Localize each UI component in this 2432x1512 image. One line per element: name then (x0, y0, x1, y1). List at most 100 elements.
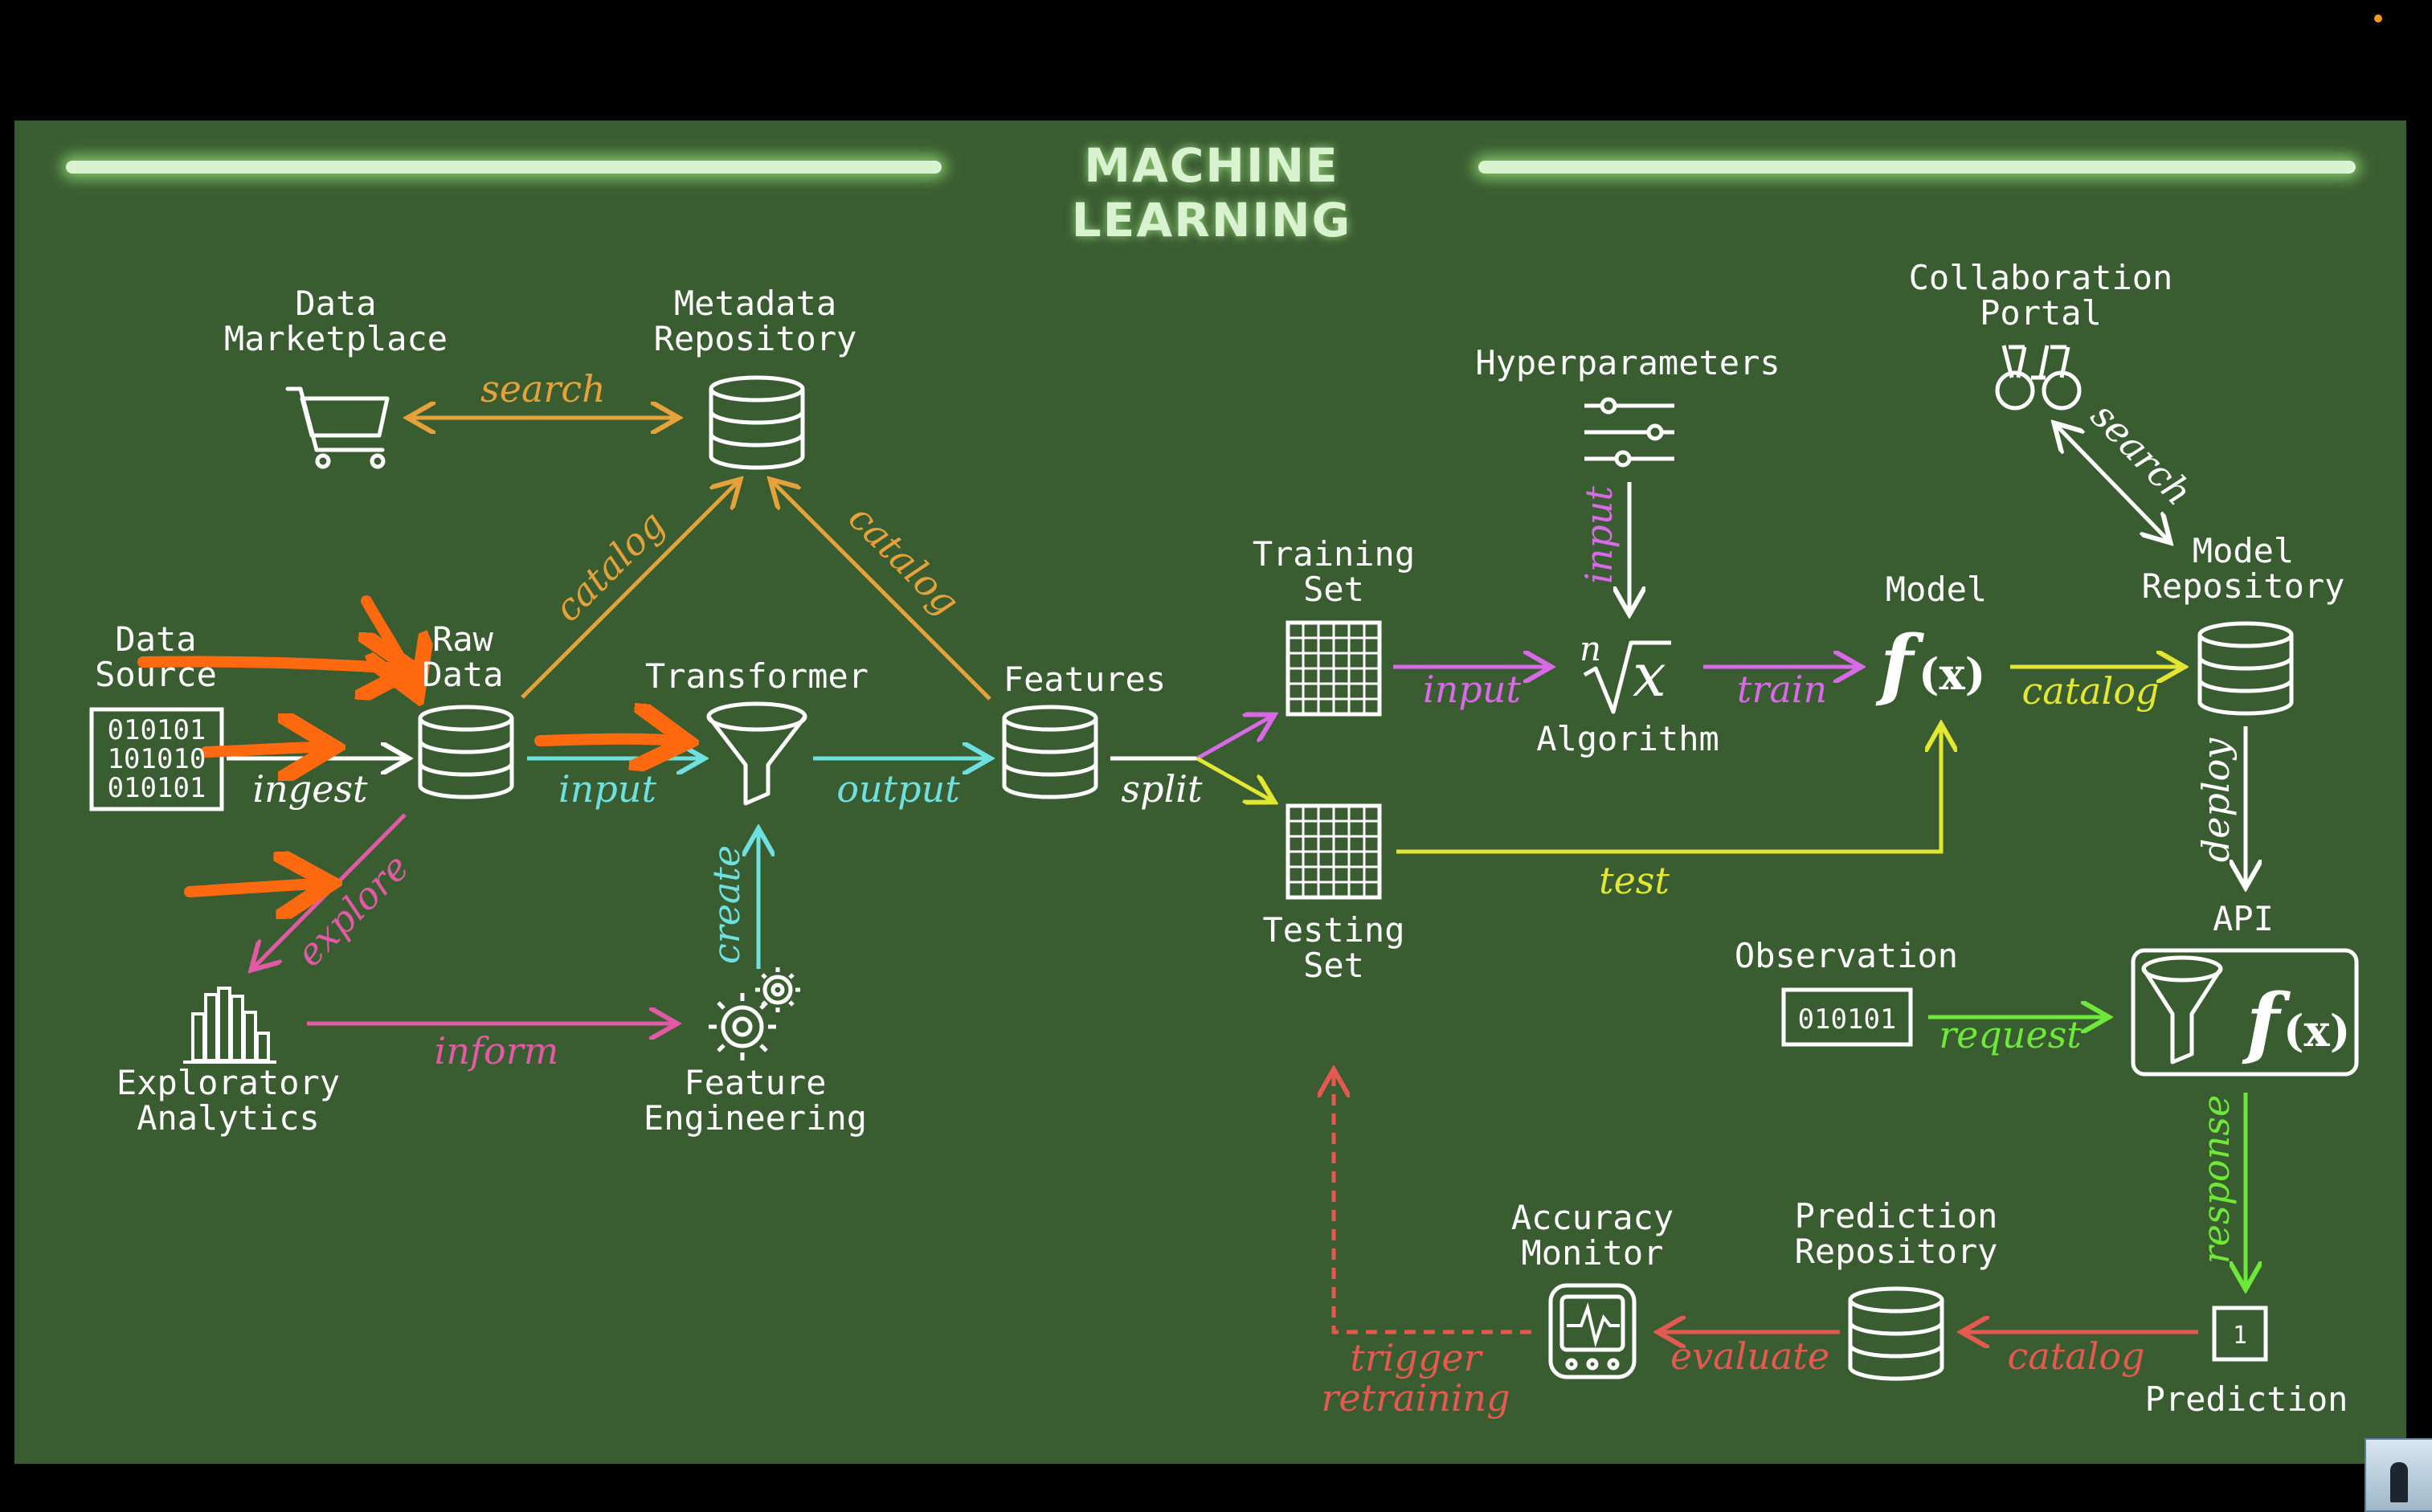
data-source-bits-2: 101010 (108, 743, 206, 775)
label-data-source-line-1: Data (115, 619, 196, 659)
edge-catalog-prediction: catalog (2008, 1334, 2145, 1378)
data-source-icon (89, 707, 224, 811)
arrows (227, 418, 2246, 1332)
edge-trigger: trigger (1350, 1336, 1483, 1379)
training-set-grid-icon (1288, 623, 1379, 714)
prediction-box: 1 (2212, 1306, 2268, 1362)
transformer-funnel-icon (709, 704, 805, 803)
edge-ingest: ingest (252, 767, 368, 811)
label-testing-set-line-2: Set (1303, 946, 1364, 985)
annotation-arrow-5 (184, 884, 320, 892)
arrow-search-portal (2057, 426, 2168, 540)
edge-response: response (2194, 1095, 2238, 1264)
arrow-test (1396, 728, 1941, 854)
binoculars-icon (1995, 345, 2082, 411)
label-accuracy-monitor-line-2: Monitor (1521, 1233, 1663, 1273)
label-exploratory-analytics-line-1: Exploratory (116, 1063, 340, 1102)
observation-box: 010101 (1781, 987, 1913, 1047)
model-arg: (x) (1919, 648, 1985, 700)
hand-annotations (137, 595, 676, 892)
label-accuracy-monitor-line-1: Accuracy (1511, 1198, 1674, 1237)
edge-test: test (1599, 859, 1670, 902)
label-testing-set-line-1: Testing (1262, 910, 1404, 950)
presenter-thumbnail (2365, 1438, 2432, 1512)
arrow-catalog-features (773, 482, 991, 701)
slide-title: MACHINE LEARNING (1071, 138, 1352, 247)
raw-data-db-icon (420, 707, 512, 797)
edge-train: train (1737, 668, 1827, 711)
label-prediction-repository-line-2: Repository (1795, 1232, 1998, 1271)
edge-create: create (705, 845, 748, 964)
edge-retraining: retraining (1321, 1376, 1510, 1420)
label-features: Features (1003, 660, 1166, 699)
label-metadata-repository-line-1: Metadata (674, 284, 836, 323)
label-model: Model (1886, 570, 1987, 609)
edge-input-algorithm: input (1423, 668, 1521, 711)
root-variable: x (1633, 641, 1666, 710)
observation-bits: 010101 (1798, 1003, 1897, 1036)
label-raw-data-line-1: Raw (432, 619, 494, 659)
model-repo-db-icon (2200, 623, 2291, 713)
api-icon: f (x) (2131, 948, 2359, 1077)
edge-request: request (1939, 1013, 2082, 1056)
label-prediction-repository-line-1: Prediction (1795, 1196, 1998, 1236)
title-bar-left (66, 161, 942, 174)
cart-icon (285, 386, 390, 469)
annotation-arrow-4 (534, 739, 676, 741)
label-algorithm: Algorithm (1536, 719, 1719, 758)
label-data-marketplace-line-2: Marketplace (224, 319, 448, 358)
metadata-db-icon (711, 378, 803, 468)
edge-catalog-features: catalog (840, 496, 968, 623)
data-source-bits-3: 010101 (108, 772, 206, 804)
edge-evaluate: evaluate (1670, 1334, 1829, 1378)
slide (14, 121, 2406, 1464)
edge-input-hyper: input (1577, 486, 1621, 584)
title-bar-right (1478, 161, 2356, 174)
gears-icon (709, 967, 800, 1060)
label-observation: Observation (1735, 936, 1958, 975)
sliders-icon (1584, 397, 1674, 468)
arrow-split-train (1196, 717, 1271, 761)
model-function-icon: f (x) (1875, 619, 1985, 709)
nth-root-icon: n x (1580, 629, 1671, 714)
label-raw-data-line-2: Data (422, 655, 503, 694)
edge-output: output (836, 767, 960, 811)
label-exploratory-analytics-line-2: Analytics (137, 1098, 320, 1138)
label-training-set-line-2: Set (1303, 570, 1364, 609)
recording-dot (2374, 14, 2382, 22)
accuracy-monitor-icon (1548, 1283, 1637, 1379)
label-collaboration-portal-line-2: Portal (1980, 293, 2102, 333)
api-arg: (x) (2283, 1005, 2350, 1056)
edge-search-marketplace: search (480, 367, 606, 411)
prediction-repo-db-icon (1850, 1289, 1942, 1379)
label-feature-engineering-line-2: Engineering (644, 1098, 867, 1138)
root-index: n (1580, 629, 1601, 668)
edge-deploy: deploy (2194, 738, 2238, 863)
label-model-repository-line-2: Repository (2142, 566, 2345, 606)
label-prediction: Prediction (2145, 1379, 2348, 1419)
label-data-marketplace-line-1: Data (295, 284, 376, 323)
data-source-bits-1: 010101 (108, 714, 206, 746)
label-collaboration-portal-line-1: Collaboration (1909, 258, 2173, 297)
label-api: API (2213, 899, 2274, 938)
label-model-repository-line-1: Model (2193, 531, 2294, 570)
label-training-set-line-1: Training (1253, 534, 1415, 574)
annotation-arrow-3 (200, 747, 323, 752)
label-metadata-repository-line-2: Repository (654, 319, 857, 358)
testing-set-grid-icon (1288, 806, 1379, 897)
arrow-trigger-retraining (1334, 1073, 1531, 1334)
label-transformer: Transformer (645, 656, 869, 696)
prediction-value: 1 (2233, 1322, 2247, 1350)
